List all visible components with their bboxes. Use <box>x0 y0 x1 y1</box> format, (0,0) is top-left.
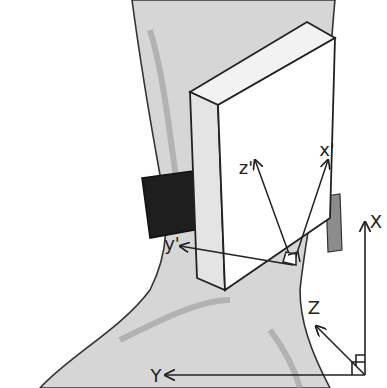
axis-label: z' <box>239 159 253 177</box>
axis-label: X <box>370 213 382 231</box>
global-axes <box>165 222 365 375</box>
device-axes <box>180 160 328 265</box>
leg-shape <box>40 0 335 388</box>
axis-label: Z <box>308 299 320 317</box>
axis-label: x' <box>319 141 335 159</box>
axis-label: Y <box>151 367 162 385</box>
axis-label: y' <box>164 235 180 253</box>
device-front-face <box>218 38 335 290</box>
